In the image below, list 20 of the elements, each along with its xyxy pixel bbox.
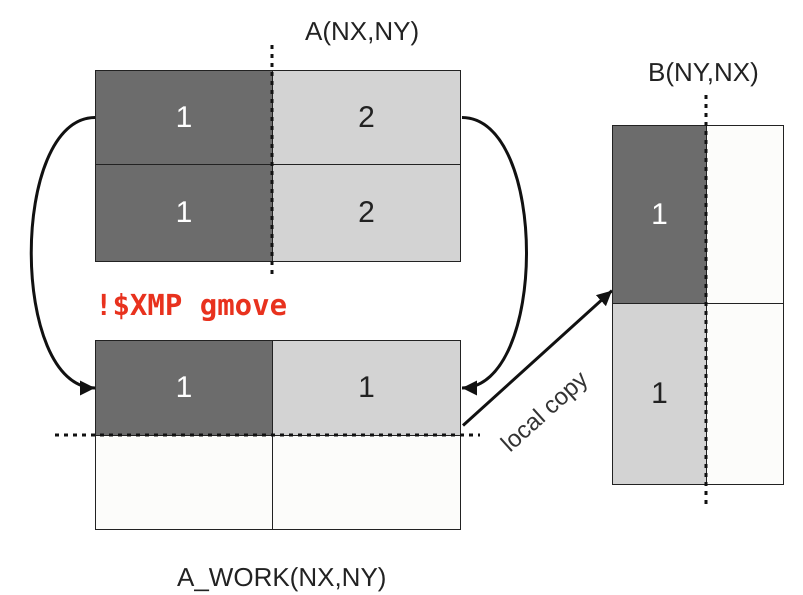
matrix-cell — [612, 125, 707, 304]
matrix-label: B(NY,NX) — [648, 57, 759, 88]
cell-number: 1 — [176, 100, 192, 134]
cell-number: 2 — [358, 100, 375, 134]
cell-number: 1 — [176, 371, 192, 405]
cell-number: 1 — [358, 371, 375, 405]
matrix-cell — [95, 164, 273, 262]
cell-number: 2 — [358, 196, 375, 230]
cell-number: 1 — [651, 198, 668, 232]
matrix-cell — [272, 164, 461, 262]
matrix-cell — [272, 70, 461, 165]
cell-number: 1 — [651, 377, 668, 411]
matrix-cell — [612, 303, 707, 485]
matrix-label: A(NX,NY) — [305, 16, 420, 47]
matrix-cell — [272, 340, 461, 436]
matrix-label: A_WORK(NX,NY) — [177, 562, 386, 593]
matrix-cell — [95, 70, 273, 165]
directive-text: !$XMP gmove — [95, 288, 288, 322]
matrix-cell — [95, 340, 273, 436]
cell-number: 1 — [176, 196, 192, 230]
